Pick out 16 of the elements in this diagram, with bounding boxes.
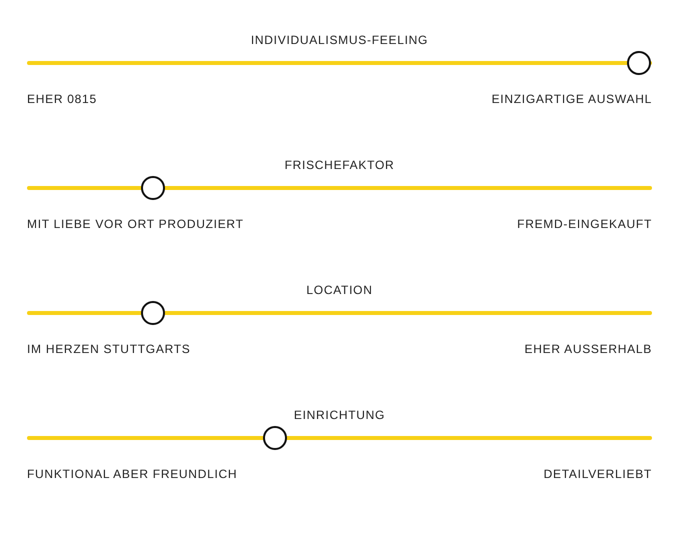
slider-end-label: FREMD-EINGEKAUFT [517,216,652,233]
slider-end-label: IM HERZEN STUTTGARTS [27,341,191,358]
slider-title: FRISCHEFAKTOR [284,158,394,172]
slider-title: INDIVIDUALISMUS-FEELING [250,33,428,47]
slider-title: LOCATION [306,283,373,297]
slider-end-label: MIT LIEBE VOR ORT PRODUZIERT [27,216,244,233]
slider-knob [263,426,287,450]
slider-title: EINRICHTUNG [294,408,386,422]
slider-end-label: EINZIGARTIGE AUSWAHL [492,91,652,108]
slider-knob [141,176,165,200]
slider-end-label: DETAILVERLIEBT [544,466,652,483]
slider-knob [627,51,651,75]
slider-knob [141,301,165,325]
slider-end-label: FUNKTIONAL ABER FREUNDLICH [27,466,238,483]
slider-end-label: EHER AUSSERHALB [524,341,652,358]
slider-end-label: EHER 0815 [27,91,97,108]
